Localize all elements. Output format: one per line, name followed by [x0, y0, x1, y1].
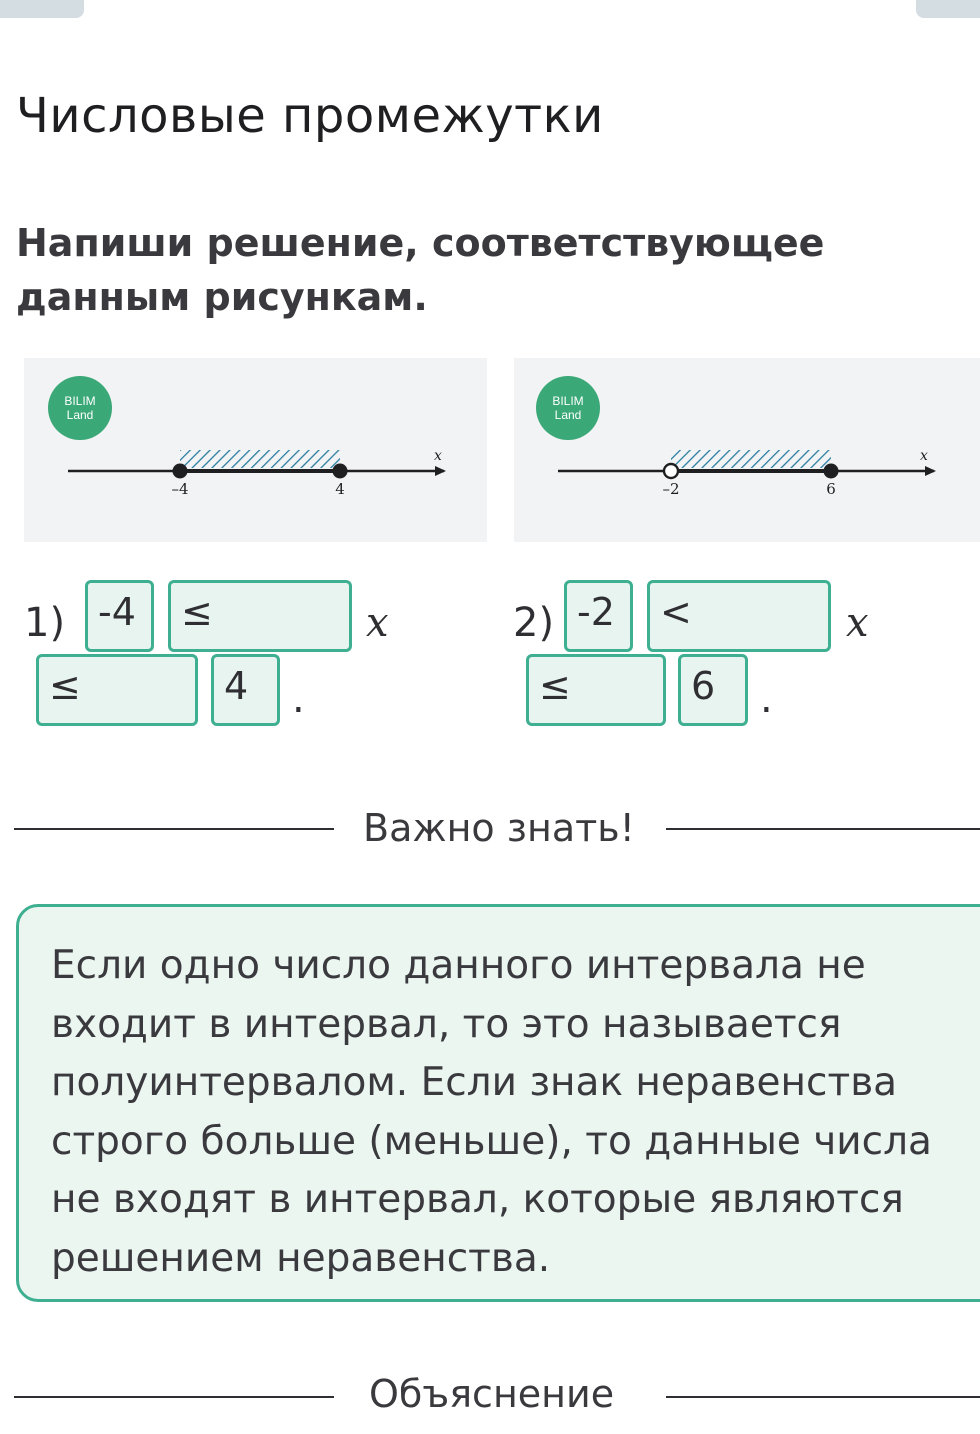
answer-2-right-number-field[interactable]: 6 [678, 654, 748, 726]
answer-1-left-number-field[interactable]: -4 [85, 580, 154, 652]
left-value-label: –2 [662, 480, 679, 498]
svg-text:BILIM: BILIM [64, 394, 95, 408]
axis-label: x [920, 448, 928, 464]
explanation-heading[interactable]: Объяснение [369, 1372, 615, 1416]
axis-arrow [435, 466, 446, 476]
shaded-region [180, 450, 340, 468]
left-value-label: –4 [171, 480, 188, 498]
bilimland-logo: BILIM Land [536, 376, 600, 440]
answer-1-left-sign-field[interactable]: ≤ [168, 580, 352, 652]
important-note-text: Если одно число данного интервала не вхо… [51, 943, 932, 1281]
number-line-figure-1: BILIM Land x –4 4 [24, 358, 487, 542]
explanation-divider-left [14, 1396, 334, 1398]
shaded-region [671, 450, 831, 468]
important-note-card: Если одно число данного интервала не вхо… [16, 904, 980, 1302]
left-endpoint-closed [172, 463, 188, 479]
svg-text:BILIM: BILIM [552, 394, 583, 408]
answer-2-label: 2) [513, 600, 555, 646]
right-value-label: 4 [335, 480, 345, 498]
answer-2-right-sign-field[interactable]: ≤ [526, 654, 666, 726]
right-endpoint-closed [823, 463, 839, 479]
answer-1-right-number-field[interactable]: 4 [211, 654, 280, 726]
answer-1-period: . [292, 676, 305, 722]
axis-arrow [925, 466, 936, 476]
divider-line-left [14, 828, 334, 830]
number-line-figure-2: BILIM Land x –2 6 [514, 358, 980, 542]
right-value-label: 6 [826, 480, 836, 498]
right-endpoint-closed [332, 463, 348, 479]
important-heading: Важно знать! [363, 806, 635, 850]
top-left-tab[interactable] [0, 0, 84, 18]
answer-1-right-sign-field[interactable]: ≤ [36, 654, 198, 726]
svg-text:Land: Land [555, 408, 582, 422]
svg-text:Land: Land [67, 408, 94, 422]
answer-2-left-number-field[interactable]: -2 [564, 580, 633, 652]
answer-1-label: 1) [24, 600, 66, 646]
task-prompt: Напиши решение, соответствующее данным р… [16, 221, 825, 319]
answer-1-variable: x [366, 600, 389, 646]
top-right-tab[interactable] [916, 0, 980, 18]
answer-2-variable: x [846, 600, 869, 646]
axis-label: x [434, 448, 442, 464]
divider-line-right [666, 828, 980, 830]
answer-2-period: . [760, 676, 773, 722]
explanation-divider-right [666, 1396, 980, 1398]
answer-2-left-sign-field[interactable]: < [647, 580, 831, 652]
bilimland-logo: BILIM Land [48, 376, 112, 440]
page-title: Числовые промежутки [16, 88, 604, 145]
left-endpoint-open [662, 462, 680, 480]
